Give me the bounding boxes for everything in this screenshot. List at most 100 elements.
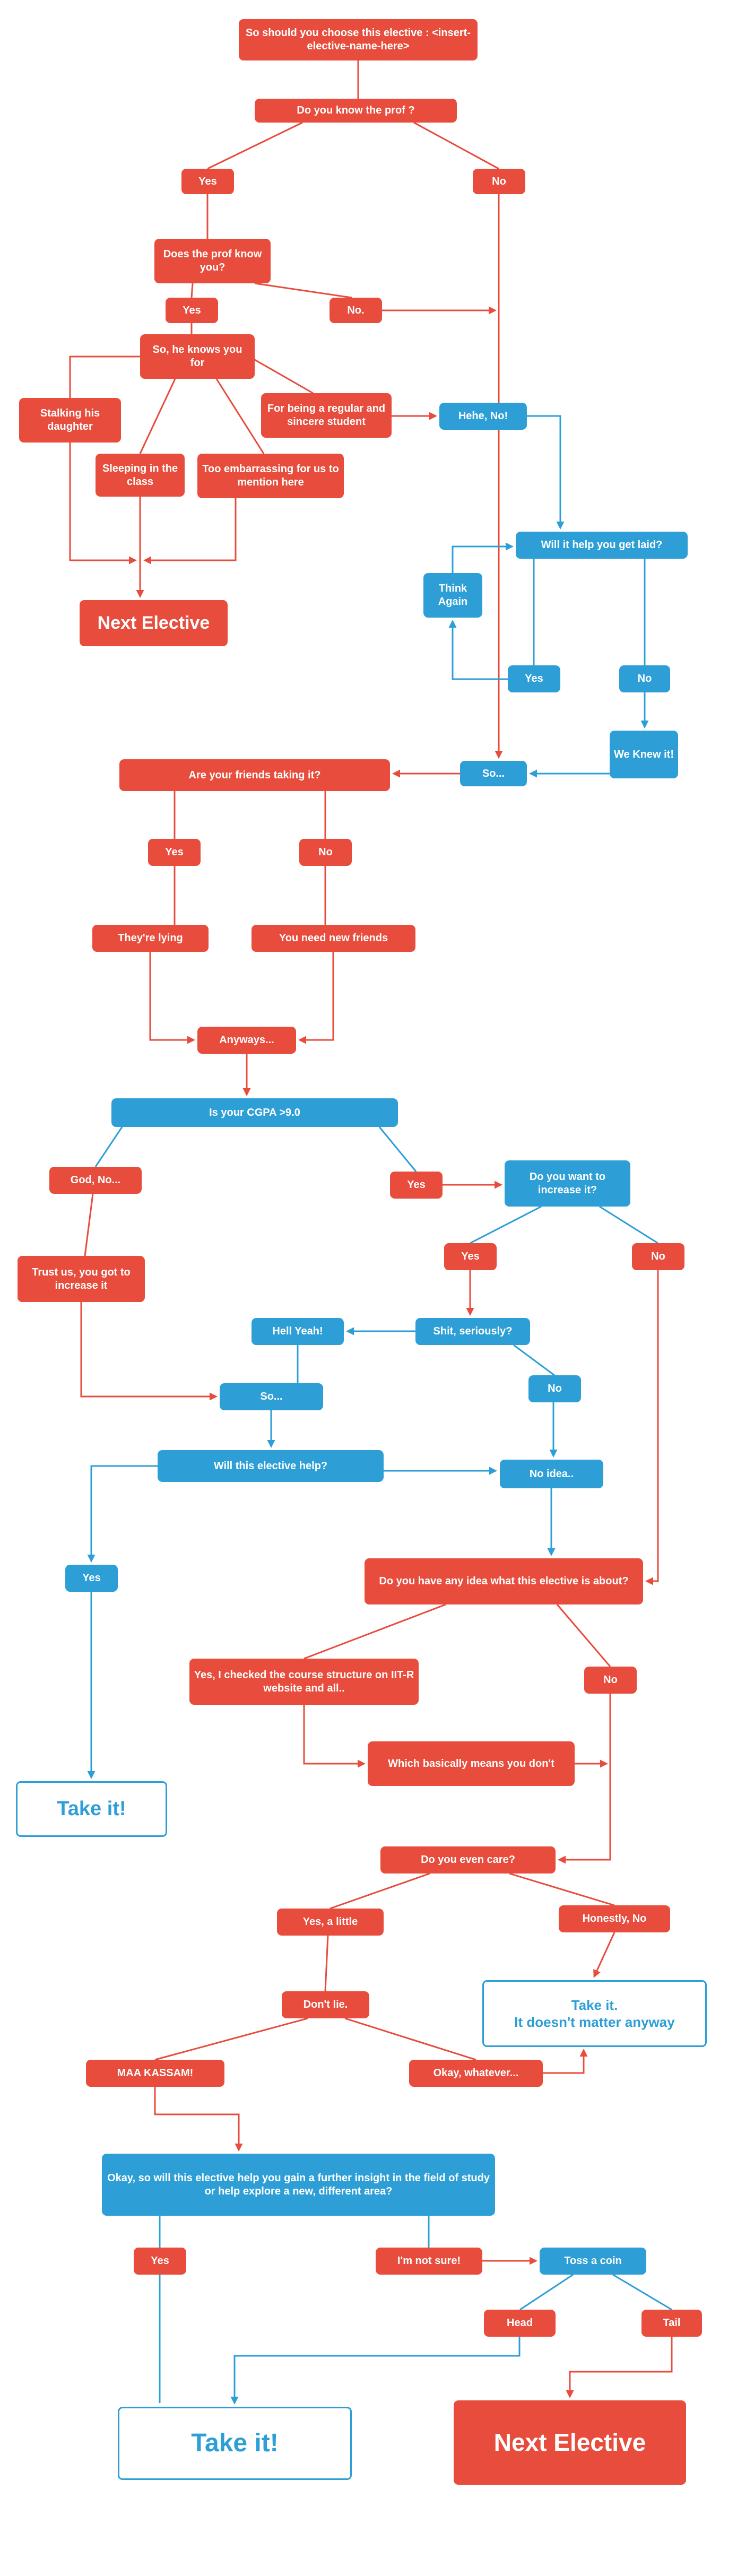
flow-edge [556,1604,611,1667]
flow-node-take-it-3: Take it! [118,2407,352,2480]
flow-node-so-1: So... [460,761,527,786]
edges-layer [69,60,673,2405]
flow-node-yes-increase: Yes [444,1243,497,1270]
flow-node-yes-a-little: Yes, a little [277,1909,384,1936]
flow-node-yes-help: Yes [65,1565,118,1592]
flow-node-stalking: Stalking his daughter [19,398,121,443]
flow-node-prof-know-you: Does the prof know you? [154,239,271,283]
flow-edge [593,1932,615,1978]
flow-node-checked-structure: Yes, I checked the course structure on I… [189,1659,419,1705]
flow-node-yes-know-prof: Yes [181,169,234,194]
flow-node-toss-coin: Toss a coin [540,2248,646,2275]
flow-node-yes-prof-knows: Yes [166,298,218,323]
flow-node-new-friends: You need new friends [252,925,415,952]
flow-node-okay-whatever: Okay, whatever... [409,2060,543,2087]
flow-edge [143,498,237,565]
flow-node-anyways: Anyways... [197,1027,296,1054]
flow-edge [448,620,508,680]
flow-node-dont-lie: Don't lie. [282,1991,369,2018]
flow-node-yes-cgpa: Yes [390,1172,443,1199]
flow-node-any-idea: Do you have any idea what this elective … [365,1558,643,1604]
flow-edge [190,283,194,298]
flow-node-no-laid: No [619,665,670,692]
flow-node-elective-help: Will this elective help? [158,1450,384,1482]
flow-node-get-laid: Will it help you get laid? [516,532,688,559]
flow-node-no-idea-about: No [584,1667,637,1694]
flow-node-think-again: Think Again [423,573,482,618]
flow-node-so-2: So... [220,1383,323,1410]
flow-edge [84,1193,94,1256]
flow-node-want-increase: Do you want to increase it? [505,1160,630,1207]
flow-edge [149,952,195,1044]
flow-node-honestly-no: Honestly, No [559,1905,670,1932]
flow-node-know-prof: Do you know the prof ? [255,99,457,123]
flow-node-hell-yeah: Hell Yeah! [252,1318,344,1345]
flow-node-regular-student: For being a regular and sincere student [261,393,392,438]
flow-edge [543,2049,588,2074]
flow-edge [298,952,334,1044]
flow-node-tail: Tail [641,2310,702,2337]
flow-node-shit-seriously: Shit, seriously? [415,1318,530,1345]
flow-edge [330,1872,430,1910]
flow-edge [154,2087,243,2152]
flow-node-no-idea: No idea.. [500,1460,603,1488]
flow-edge [527,415,565,530]
flow-node-yes-insight: Yes [134,2248,186,2275]
flow-node-take-it-1: Take it! [16,1781,167,1837]
flow-node-further-insight: Okay, so will this elective help you gai… [102,2154,495,2216]
flow-node-god-no: God, No... [49,1167,142,1194]
flow-edge [69,443,137,565]
flow-node-knows-you-for: So, he knows you for [140,334,255,379]
flow-node-hehe-no: Hehe, No! [439,403,527,430]
flow-node-maa-kassam: MAA KASSAM! [86,2060,224,2087]
flow-edge [378,1126,417,1172]
flow-edge [69,355,140,398]
flow-edge [344,2017,476,2061]
flow-node-we-knew-it: We Knew it! [610,731,678,778]
flow-edge [645,1270,659,1585]
flow-edge [558,1694,611,1864]
flow-node-not-sure: I'm not sure! [376,2248,482,2275]
flow-node-title: So should you choose this elective : <in… [239,19,478,60]
flow-node-even-care: Do you even care? [380,1846,556,1874]
flow-edge [207,122,303,170]
flow-edge [303,1705,366,1768]
flow-edge [94,1126,123,1167]
flow-node-yes-friends: Yes [148,839,201,866]
flow-edge [413,122,499,170]
flow-node-embarrassing: Too embarrassing for us to mention here [197,454,344,498]
flow-node-sleeping: Sleeping in the class [96,454,185,497]
flow-edge [599,1205,658,1244]
flow-edge [566,2337,673,2398]
flow-node-take-it-2: Take it. It doesn't matter anyway [482,1980,707,2047]
flow-node-trust-us: Trust us, you got to increase it [18,1256,145,1302]
flow-edge [254,282,352,299]
flow-edge [452,542,514,573]
flow-edge [87,1465,158,1563]
flow-edge [215,378,265,454]
flow-node-cgpa: Is your CGPA >9.0 [111,1098,398,1127]
flow-node-basically-dont: Which basically means you don't [368,1741,575,1786]
flow-edge [254,359,314,394]
flow-node-head: Head [484,2310,556,2337]
flow-edge [230,2337,521,2405]
flow-edge [513,1344,555,1376]
flow-node-friends-taking: Are your friends taking it? [119,759,390,791]
flow-edge [509,1872,615,1906]
flow-edge [139,378,176,454]
flow-node-theyre-lying: They're lying [92,925,209,952]
flow-edge [80,1302,218,1401]
flow-node-no-seriously: No [528,1375,581,1402]
flow-node-no-prof-knows: No. [330,298,382,323]
flow-node-yes-laid: Yes [508,665,560,692]
flow-edge [612,2274,672,2311]
flow-node-next-elective-2: Next Elective [454,2400,686,2485]
flow-node-no-friends: No [299,839,352,866]
flow-node-no-increase: No [632,1243,684,1270]
flow-edge [154,2017,308,2061]
flow-node-no-know-prof: No [473,169,525,194]
flow-edge [470,1205,542,1244]
flow-node-next-elective-1: Next Elective [80,600,228,646]
